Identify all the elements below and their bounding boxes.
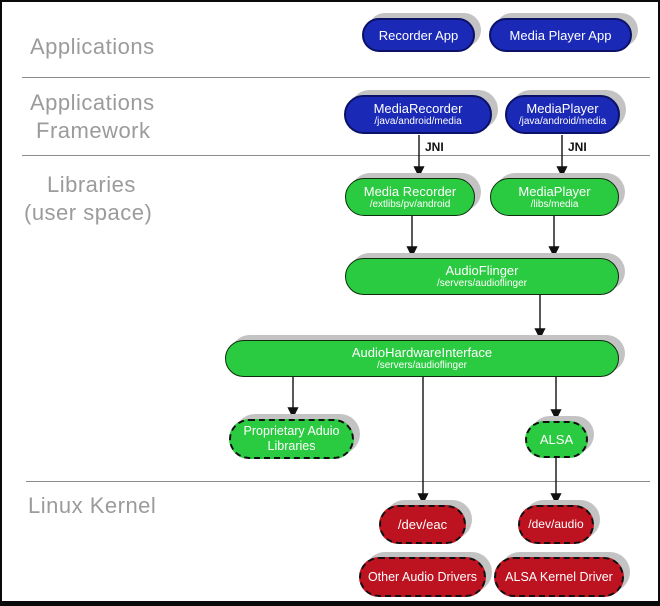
node-media-player-app: Media Player App bbox=[489, 18, 632, 52]
layer-label-libraries-line1: Libraries bbox=[47, 172, 136, 197]
node-recorder-app: Recorder App bbox=[362, 18, 475, 52]
separator-libraries-kernel bbox=[26, 481, 650, 482]
node-dev-eac-label: /dev/eac bbox=[397, 517, 448, 532]
node-dev-audio-label: /dev/audio bbox=[528, 517, 584, 531]
layer-label-libraries: Libraries (user space) bbox=[24, 171, 152, 227]
node-media-recorder-lib-label: Media Recorder bbox=[363, 183, 457, 199]
node-other-audio-drivers-label: Other Audio Drivers bbox=[367, 569, 478, 584]
node-audiohardwareinterface-path: /servers/audioflinger bbox=[376, 360, 468, 371]
jni-label-right: JNI bbox=[568, 140, 587, 154]
node-recorder-app-label: Recorder App bbox=[378, 27, 459, 43]
node-alsa-kernel-driver-label: ALSA Kernel Driver bbox=[505, 569, 613, 584]
node-dev-audio: /dev/audio bbox=[518, 505, 594, 544]
node-mediaplayer-framework-path: /java/android/media bbox=[518, 116, 607, 127]
node-proprietary-audio-libraries-label1: Proprietary Aduio bbox=[243, 424, 340, 438]
node-media-player-app-label: Media Player App bbox=[509, 27, 612, 43]
node-mediaplayer-framework-label: MediaPlayer bbox=[526, 101, 599, 116]
jni-label-left: JNI bbox=[425, 140, 444, 154]
layer-label-applications-line1: Applications bbox=[30, 34, 155, 59]
layer-label-framework-line1: Applications bbox=[30, 90, 155, 115]
node-audiohardwareinterface: AudioHardwareInterface /servers/audiofli… bbox=[225, 340, 619, 377]
layer-label-applications: Applications bbox=[30, 33, 155, 61]
node-proprietary-audio-libraries: Proprietary Aduio Libraries bbox=[229, 419, 354, 459]
node-mediaplayer-framework: MediaPlayer /java/android/media bbox=[505, 95, 620, 134]
separator-applications-framework bbox=[22, 77, 650, 78]
layer-label-framework-line2: Framework bbox=[36, 118, 151, 143]
node-other-audio-drivers: Other Audio Drivers bbox=[359, 557, 486, 597]
node-mediarecorder-framework-label: MediaRecorder bbox=[373, 101, 463, 116]
node-audiohardwareinterface-label: AudioHardwareInterface bbox=[351, 345, 493, 360]
layer-label-kernel-line1: Linux Kernel bbox=[28, 493, 157, 518]
node-audioflinger-label: AudioFlinger bbox=[445, 263, 519, 278]
layer-label-libraries-line2: (user space) bbox=[24, 200, 153, 225]
node-mediaplayer-lib-path: /libs/media bbox=[530, 198, 579, 210]
node-alsa-label: ALSA bbox=[539, 432, 574, 447]
node-mediaplayer-lib-label: MediaPlayer bbox=[518, 183, 591, 199]
node-mediarecorder-framework-path: /java/android/media bbox=[374, 116, 462, 127]
node-dev-eac: /dev/eac bbox=[379, 505, 466, 544]
separator-framework-libraries bbox=[22, 155, 650, 156]
layer-label-linux-kernel: Linux Kernel bbox=[28, 492, 156, 520]
node-mediarecorder-framework: MediaRecorder /java/android/media bbox=[344, 95, 492, 134]
node-alsa-kernel-driver: ALSA Kernel Driver bbox=[494, 557, 624, 597]
node-alsa: ALSA bbox=[525, 421, 588, 458]
node-media-recorder-lib-path: /extlibs/pv/android bbox=[369, 198, 451, 210]
node-mediaplayer-lib: MediaPlayer /libs/media bbox=[490, 178, 619, 216]
node-audioflinger: AudioFlinger /servers/audioflinger bbox=[345, 258, 619, 295]
node-proprietary-audio-libraries-label2: Libraries bbox=[267, 439, 316, 453]
node-audioflinger-path: /servers/audioflinger bbox=[436, 278, 528, 289]
node-media-recorder-lib: Media Recorder /extlibs/pv/android bbox=[345, 178, 475, 216]
